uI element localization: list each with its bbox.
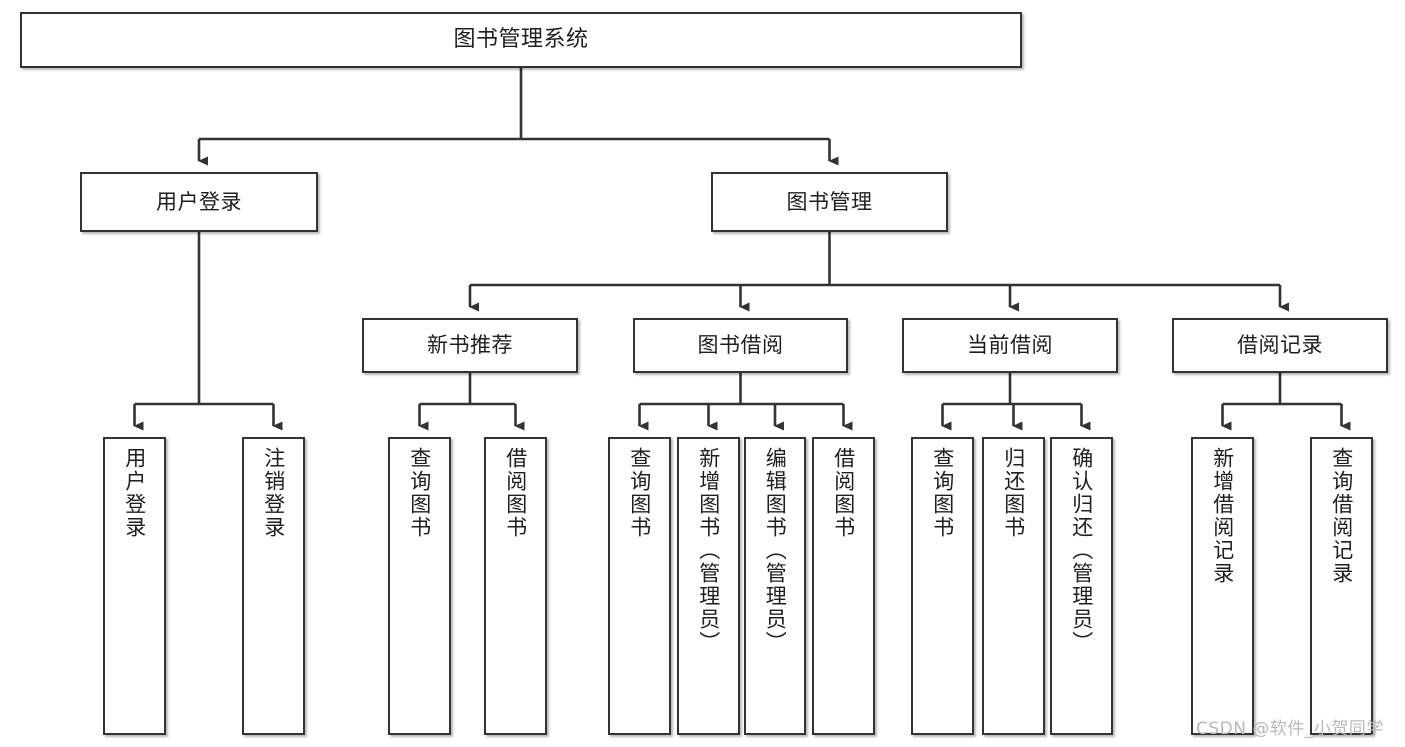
csdn-watermark: CSDN @软件_小贺同学 <box>1196 719 1384 739</box>
node-root: 图书管理系统 <box>20 12 1022 68</box>
node-label: 图书管理系统 <box>453 27 589 53</box>
node-label: 用户登录 <box>156 189 242 214</box>
node-label: 编辑图书（管理员） <box>763 447 788 654</box>
node-leaf-borrow-book-1: 借阅图书 <box>484 437 547 735</box>
node-leaf-add-book: 新增图书（管理员） <box>677 437 740 735</box>
node-leaf-return-book: 归还图书 <box>982 437 1045 735</box>
node-label: 借阅图书 <box>503 447 528 539</box>
node-label: 注销登录 <box>261 447 286 539</box>
node-label: 图书借阅 <box>697 333 784 358</box>
node-label: 新增借阅记录 <box>1210 447 1235 585</box>
node-label: 当前借阅 <box>967 333 1053 358</box>
node-leaf-user-login: 用户登录 <box>103 437 166 735</box>
node-leaf-add-record: 新增借阅记录 <box>1191 437 1254 735</box>
node-l3-borrow-record: 借阅记录 <box>1172 318 1388 373</box>
node-leaf-borrow-book-2: 借阅图书 <box>812 437 875 735</box>
node-leaf-edit-book: 编辑图书（管理员） <box>744 437 806 735</box>
node-leaf-query-book-3: 查询图书 <box>911 437 974 735</box>
node-label: 查询图书 <box>627 447 652 539</box>
node-label: 用户登录 <box>122 447 147 539</box>
node-label: 确认归还（管理员） <box>1069 447 1094 654</box>
node-label: 查询图书 <box>407 447 432 539</box>
node-leaf-confirm-return: 确认归还（管理员） <box>1050 437 1113 735</box>
node-label: 借阅图书 <box>831 447 856 539</box>
node-label: 查询借阅记录 <box>1329 447 1354 585</box>
node-label: 借阅记录 <box>1237 333 1323 358</box>
node-leaf-query-record: 查询借阅记录 <box>1310 437 1373 735</box>
node-leaf-query-book-2: 查询图书 <box>608 437 671 735</box>
node-l3-book-borrow: 图书借阅 <box>633 318 848 373</box>
node-l3-current-borrow: 当前借阅 <box>902 318 1118 373</box>
node-label: 查询图书 <box>930 447 955 539</box>
node-l2-book-mgmt: 图书管理 <box>711 172 948 232</box>
node-l3-new-book-rec: 新书推荐 <box>362 318 578 373</box>
node-leaf-query-book-1: 查询图书 <box>388 437 451 735</box>
node-label: 归还图书 <box>1001 447 1026 539</box>
node-l2-user-login: 用户登录 <box>80 172 318 232</box>
node-label: 图书管理 <box>786 189 873 214</box>
node-leaf-user-logout: 注销登录 <box>242 437 305 735</box>
node-label: 新书推荐 <box>427 333 513 358</box>
node-label: 新增图书（管理员） <box>696 447 721 654</box>
